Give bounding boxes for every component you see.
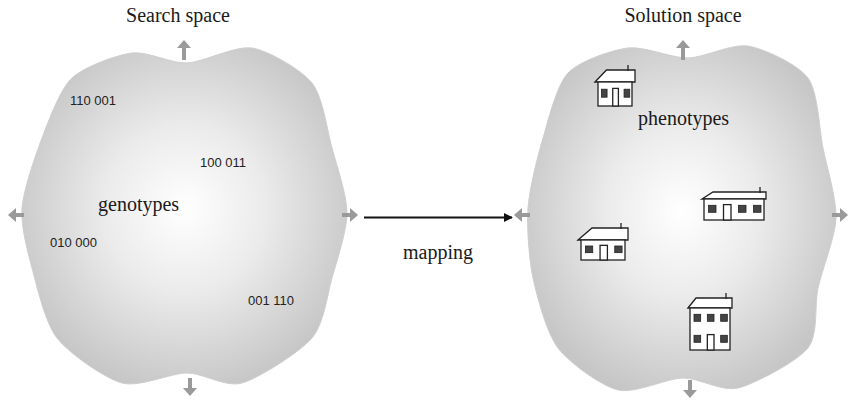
direction-arrow bbox=[342, 208, 358, 222]
house-icon bbox=[578, 223, 628, 260]
direction-arrow bbox=[177, 40, 191, 60]
bit-string: 001 110 bbox=[248, 293, 294, 309]
house-icon bbox=[702, 187, 766, 220]
edge-label: mapping bbox=[401, 240, 475, 264]
region-blob bbox=[518, 38, 848, 398]
mapping-arrow bbox=[364, 216, 512, 218]
direction-arrow bbox=[676, 40, 690, 60]
bit-string: 100 011 bbox=[200, 155, 246, 171]
house-icon bbox=[595, 65, 635, 106]
space-title: Solution space bbox=[624, 3, 741, 27]
region-blob bbox=[12, 38, 358, 396]
space-region: Solution spacephenotypes bbox=[518, 38, 848, 398]
direction-arrow bbox=[183, 378, 197, 396]
region-outline bbox=[528, 46, 836, 391]
space-region: Search space110 001100 011genotypes010 0… bbox=[12, 38, 358, 396]
region-outline bbox=[22, 48, 347, 384]
space-label: phenotypes bbox=[638, 106, 729, 130]
direction-arrow bbox=[683, 380, 697, 398]
direction-arrow bbox=[514, 208, 530, 222]
direction-arrow bbox=[832, 208, 848, 222]
house-icon bbox=[688, 293, 732, 350]
direction-arrow bbox=[8, 208, 24, 222]
space-label: genotypes bbox=[98, 192, 179, 216]
bit-string: 110 001 bbox=[70, 93, 116, 109]
bit-string: 010 000 bbox=[50, 235, 97, 251]
space-title: Search space bbox=[126, 3, 230, 27]
